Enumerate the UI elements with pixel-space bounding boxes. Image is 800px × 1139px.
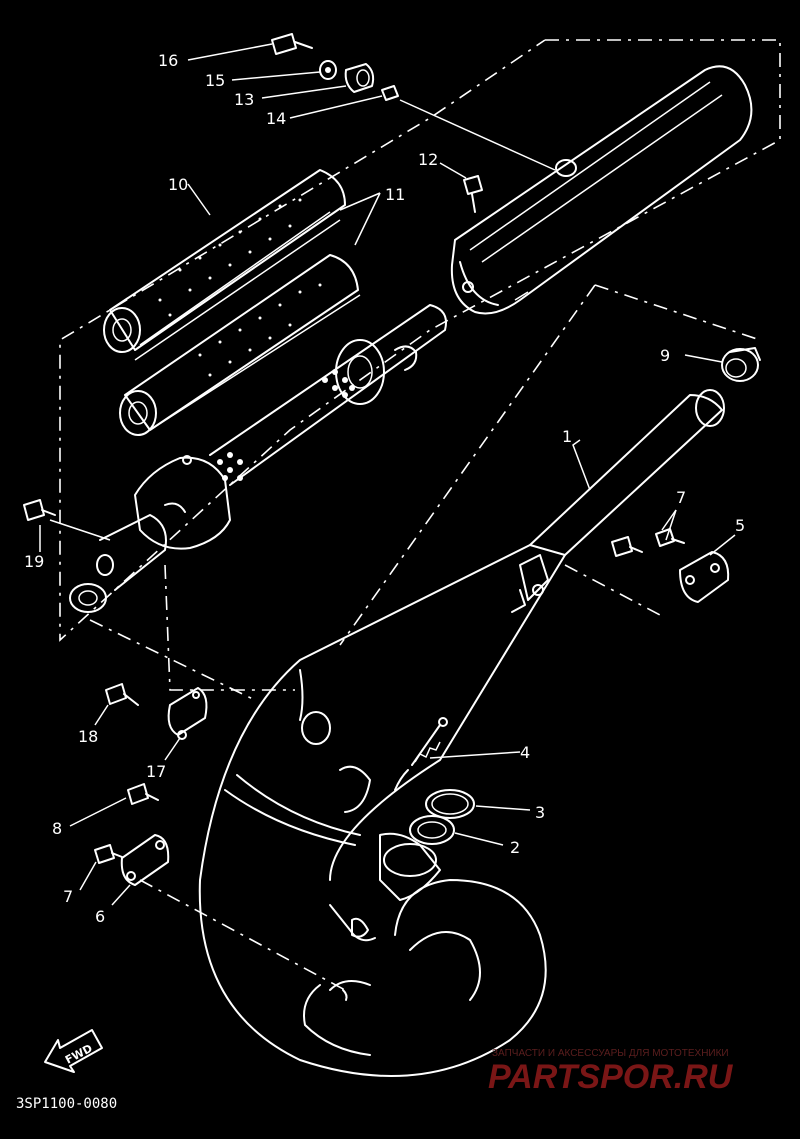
callout-11: 11 [385, 185, 405, 204]
inner-baffle-tube [209, 304, 447, 486]
bolt-16 [271, 33, 313, 55]
callout-14: 14 [266, 109, 286, 128]
callout-9: 9 [660, 346, 670, 365]
washer-15 [319, 60, 337, 80]
gasket-ring-2 [409, 815, 455, 845]
wool-pad-upper [103, 169, 346, 361]
callout-6: 6 [95, 907, 105, 926]
expansion-chamber [198, 389, 725, 1077]
grommet-13 [344, 63, 375, 93]
callout-5: 5 [735, 516, 745, 535]
callout-12: 12 [418, 150, 438, 169]
bolt-8 [127, 783, 159, 805]
diagram-code: 3SP1100-0080 [16, 1096, 117, 1112]
callout-7-left: 7 [63, 887, 73, 906]
dashed-assembly-outline [59, 39, 781, 991]
collar-14 [381, 85, 399, 101]
fwd-arrow-icon: FWD [44, 1029, 103, 1073]
callout-17: 17 [146, 762, 166, 781]
callout-4: 4 [520, 743, 530, 762]
callout-3: 3 [535, 803, 545, 822]
watermark-tagline: ЗАПЧАСТИ И АКСЕССУАРЫ ДЛЯ МОТОТЕХНИКИ [492, 1048, 729, 1059]
gasket-ring-3 [425, 789, 475, 819]
callout-labels: 16 15 13 14 12 10 11 9 1 7 5 19 18 17 4 … [24, 51, 745, 926]
callout-18: 18 [78, 727, 98, 746]
watermark-site: PARTSPOR.RU [488, 1058, 734, 1096]
silencer-end-cap [69, 455, 231, 613]
wool-pad-lower [119, 254, 361, 436]
bracket-6 [120, 834, 170, 886]
bolt-18 [105, 683, 139, 706]
callout-15: 15 [205, 71, 225, 90]
callout-19: 19 [24, 552, 44, 571]
callout-7-right: 7 [676, 488, 686, 507]
watermark: ЗАПЧАСТИ И АКСЕССУАРЫ ДЛЯ МОТОТЕХНИКИ PA… [488, 1048, 734, 1096]
callout-2: 2 [510, 838, 520, 857]
bolt-19 [23, 499, 56, 521]
bolt-7-right [611, 528, 685, 557]
fwd-label: FWD [63, 1042, 95, 1067]
nut-9 [721, 347, 761, 382]
exhaust-spring [394, 717, 448, 791]
bracket-17 [167, 687, 208, 740]
callout-16: 16 [158, 51, 178, 70]
callout-13: 13 [234, 90, 254, 109]
callout-10: 10 [168, 175, 188, 194]
silencer-shell [450, 65, 753, 315]
bolt-7-left [94, 844, 123, 864]
leader-lines [39, 43, 736, 906]
callout-8: 8 [52, 819, 62, 838]
bracket-5 [679, 551, 730, 603]
callout-1: 1 [562, 427, 572, 446]
bolt-12 [463, 175, 483, 213]
